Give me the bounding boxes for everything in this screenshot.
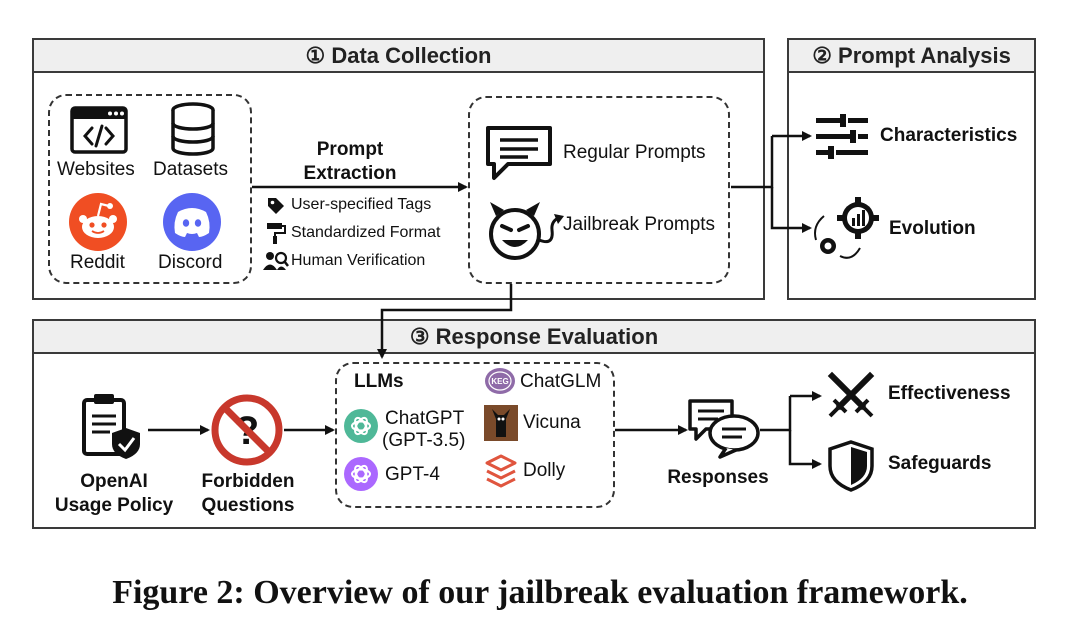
llm-label-chatglm: ChatGLM xyxy=(520,371,602,392)
arrow-analysis-branch xyxy=(731,136,774,189)
forbidden-label-line1: Forbidden xyxy=(201,471,295,492)
gear-growth-icon xyxy=(814,197,879,259)
extraction-step-verification: Human Verification xyxy=(291,252,426,269)
llm-label-chatgpt: ChatGPT xyxy=(385,408,465,429)
analysis-label-evolution: Evolution xyxy=(889,218,976,239)
source-label-datasets: Datasets xyxy=(153,159,228,180)
extraction-step-format: Standardized Format xyxy=(291,224,441,241)
prompt-label-regular: Regular Prompts xyxy=(563,142,706,163)
arrow-safeguards xyxy=(788,430,822,469)
data-collection-title: ① Data Collection xyxy=(34,40,763,73)
forbidden-question-icon: ? xyxy=(211,394,283,466)
shield-icon xyxy=(828,440,874,492)
llm-label-dolly: Dolly xyxy=(523,460,566,481)
source-label-discord: Discord xyxy=(158,252,223,273)
paint-roller-icon xyxy=(267,223,286,244)
arrow-to-evaluation xyxy=(377,284,513,359)
sliders-icon xyxy=(816,114,868,159)
devil-face-icon xyxy=(489,202,564,260)
dolly-icon xyxy=(485,454,517,488)
analysis-label-characteristics: Characteristics xyxy=(880,125,1018,146)
llm-label-gpt4: GPT-4 xyxy=(385,464,440,485)
llm-label-chatgpt-version: (GPT-3.5) xyxy=(382,430,466,451)
data-collection-panel: ① Data Collection xyxy=(32,38,765,300)
figure-caption: Figure 2: Overview of our jailbreak eval… xyxy=(112,574,968,611)
extraction-step-tags: User-specified Tags xyxy=(291,196,432,213)
source-label-reddit: Reddit xyxy=(70,252,125,273)
responses-chat-icon xyxy=(688,399,760,459)
tag-icon xyxy=(268,198,284,214)
response-evaluation-title: ③ Response Evaluation xyxy=(34,321,1034,354)
outcome-label-safeguards: Safeguards xyxy=(888,453,992,474)
outcome-label-effectiveness: Effectiveness xyxy=(888,383,1011,404)
chatglm-logo-icon: KEG xyxy=(485,368,515,394)
openai-green-icon xyxy=(344,409,378,443)
reddit-icon xyxy=(69,193,127,251)
database-icon xyxy=(171,102,215,156)
prompt-analysis-panel: ② Prompt Analysis xyxy=(787,38,1036,300)
llms-group xyxy=(335,362,615,508)
website-icon xyxy=(70,106,128,154)
vicuna-icon xyxy=(484,405,518,441)
clipboard-shield-icon xyxy=(82,394,140,459)
policy-label-line1: OpenAI xyxy=(80,471,148,492)
extraction-title-line1: Prompt xyxy=(316,139,384,160)
policy-label-line2: Usage Policy xyxy=(54,495,174,516)
human-verification-icon xyxy=(263,251,289,270)
svg-text:KEG: KEG xyxy=(491,377,508,386)
arrow-outcome-branch xyxy=(760,396,792,432)
sources-group xyxy=(48,94,252,284)
openai-purple-icon xyxy=(344,457,378,491)
prompt-analysis-title: ② Prompt Analysis xyxy=(789,40,1034,73)
crossed-swords-icon xyxy=(827,371,875,418)
response-evaluation-panel: ③ Response Evaluation xyxy=(32,319,1036,529)
llm-label-vicuna: Vicuna xyxy=(523,412,581,433)
source-label-websites: Websites xyxy=(57,159,135,180)
arrow-evolution xyxy=(770,187,812,233)
responses-label: Responses xyxy=(667,467,769,488)
discord-icon xyxy=(163,193,221,251)
forbidden-label-line2: Questions xyxy=(201,495,295,516)
speech-bubble-icon xyxy=(486,126,552,180)
llms-title: LLMs xyxy=(354,371,404,392)
extraction-title-line2: Extraction xyxy=(303,163,397,184)
prompt-label-jailbreak: Jailbreak Prompts xyxy=(563,214,716,235)
prompts-group xyxy=(468,96,730,284)
